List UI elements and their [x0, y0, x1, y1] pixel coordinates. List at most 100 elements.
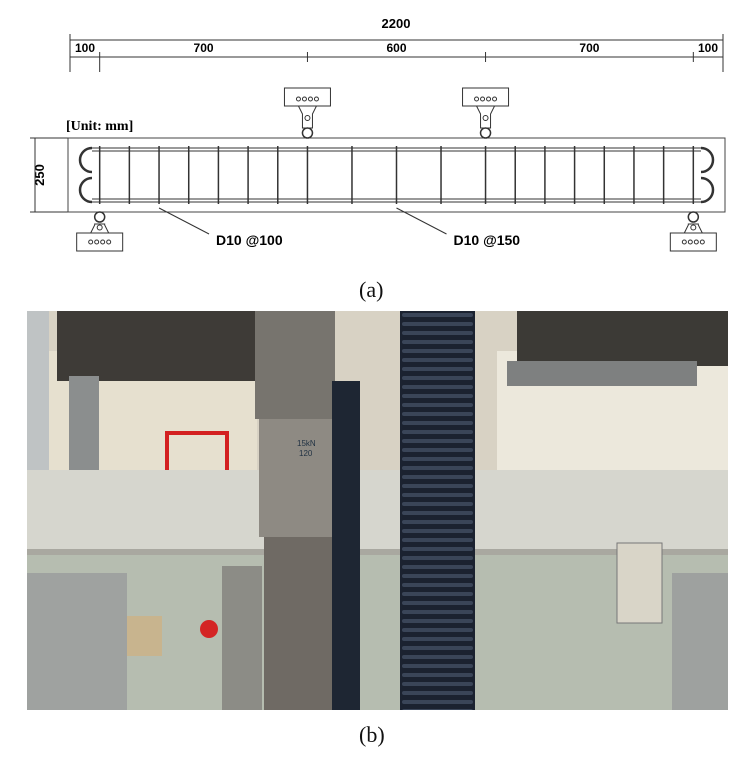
segment-label: 100 [75, 41, 95, 55]
test-setup-photo: 15kN 120 [27, 311, 728, 710]
stirrup-callout-label: D10 @100 [216, 232, 283, 248]
bolt-icon [480, 96, 486, 102]
loading-ram-upper [255, 311, 335, 419]
support-left [27, 573, 127, 710]
bolt-icon [492, 96, 498, 102]
threaded-rod-back [332, 381, 360, 710]
total-dimension-line [69, 34, 724, 72]
clevis [89, 223, 110, 234]
roller-icon [687, 211, 700, 223]
ram-note-2: 120 [299, 449, 313, 458]
rod-thread [402, 412, 473, 416]
rod-thread [402, 529, 473, 533]
loading-plate [283, 87, 331, 107]
rod-thread [402, 565, 473, 569]
rod-thread [402, 367, 473, 371]
unit-label: [Unit: mm] [66, 119, 133, 134]
dimension-lines [69, 34, 724, 72]
rod-thread [402, 484, 473, 488]
rod-thread [402, 583, 473, 587]
pin-icon [96, 224, 103, 231]
bolt-icon [486, 96, 492, 102]
rod-thread [402, 511, 473, 515]
rod-thread [402, 430, 473, 434]
pin-icon [482, 115, 489, 121]
rod-thread [402, 520, 473, 524]
clevis [297, 105, 318, 129]
bolt-icon [313, 96, 319, 102]
beam [67, 87, 726, 252]
rod-thread [402, 655, 473, 659]
rod-thread [402, 403, 473, 407]
support [669, 211, 717, 252]
height-label: 250 [32, 164, 47, 186]
bolt-icon [474, 96, 480, 102]
rod-thread [402, 421, 473, 425]
bolt-icon [307, 96, 313, 102]
steel-column-left [27, 311, 49, 471]
roller-icon [301, 127, 314, 139]
ram-note-1: 15kN [297, 439, 316, 448]
total-length-label: 2200 [382, 16, 411, 31]
rod-thread [402, 448, 473, 452]
frame-plate-right [507, 361, 697, 386]
rebar-hooks [78, 146, 715, 204]
bolt-icon [94, 239, 100, 245]
rod-thread [402, 709, 473, 710]
support [76, 211, 124, 252]
pin-icon [304, 115, 311, 121]
segment-label: 700 [194, 41, 214, 55]
threaded-rod [400, 311, 475, 710]
pin-icon [690, 224, 697, 231]
rod-thread [402, 691, 473, 695]
rod-thread [402, 646, 473, 650]
bolt-icon [100, 239, 106, 245]
operator [222, 566, 262, 710]
shelf-unit [69, 376, 99, 476]
callout-leader [396, 207, 447, 235]
lvdt-box [616, 542, 663, 624]
rod-thread [402, 556, 473, 560]
rod-thread [402, 610, 473, 614]
rod-thread [402, 349, 473, 353]
support-right [672, 573, 728, 710]
bolt-icon [687, 239, 693, 245]
loading-ram-sleeve [259, 419, 339, 537]
caption-a: (a) [359, 277, 384, 302]
segment-label: 100 [698, 41, 718, 55]
wood-block [127, 616, 162, 656]
rod-thread [402, 322, 473, 326]
loading-point [462, 87, 510, 139]
loading-plate [462, 87, 510, 107]
height-dimension-line [30, 137, 68, 213]
rod-thread [402, 673, 473, 677]
loading-ram-lower [264, 537, 344, 710]
rod-thread [402, 394, 473, 398]
support-plate [76, 232, 124, 252]
rod-thread [402, 340, 473, 344]
loading-point [283, 87, 331, 139]
rod-thread [402, 385, 473, 389]
rod-thread [402, 466, 473, 470]
bolt-icon [106, 239, 112, 245]
rod-thread [402, 700, 473, 704]
bolt-icon [693, 239, 699, 245]
rod-thread [402, 619, 473, 623]
rod-thread [402, 358, 473, 362]
rod-thread [402, 493, 473, 497]
beam-shadow [27, 549, 728, 555]
bolt-icon [681, 239, 687, 245]
rod-thread [402, 475, 473, 479]
support-plate [669, 232, 717, 252]
bolt-icon [295, 96, 301, 102]
rod-thread [402, 457, 473, 461]
rod-thread [402, 592, 473, 596]
reaction-frame-left [57, 311, 257, 381]
rod-thread [402, 682, 473, 686]
rod-thread [402, 547, 473, 551]
red-glove [200, 620, 218, 638]
callout-leader [158, 207, 210, 235]
